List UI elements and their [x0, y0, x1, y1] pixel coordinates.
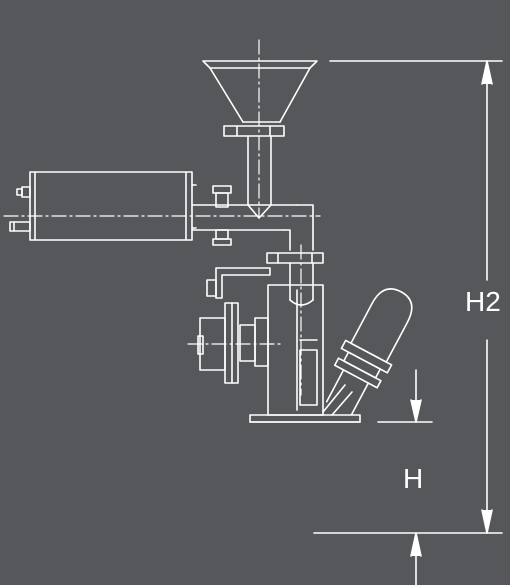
drive-motor — [29, 171, 197, 241]
inclined-outlet-cylinder — [325, 288, 413, 416]
dimension-label-h2: H2 — [465, 286, 501, 317]
hopper-clamp — [223, 125, 285, 137]
center-lines — [3, 39, 321, 396]
outlet-connection — [322, 384, 353, 416]
horizontal-pipe — [191, 204, 314, 251]
mounting-bracket — [206, 267, 271, 299]
pump-motor-assembly — [197, 302, 269, 384]
dimension-label-h: H — [403, 463, 424, 494]
pipe-clamps-horizontal — [212, 185, 232, 246]
dimension-h2 — [329, 60, 503, 534]
motor-terminal-connectors — [9, 186, 31, 232]
base-plate — [249, 414, 361, 423]
vertical-pipe — [266, 252, 324, 306]
hopper — [202, 60, 318, 123]
dimension-h — [313, 369, 503, 585]
